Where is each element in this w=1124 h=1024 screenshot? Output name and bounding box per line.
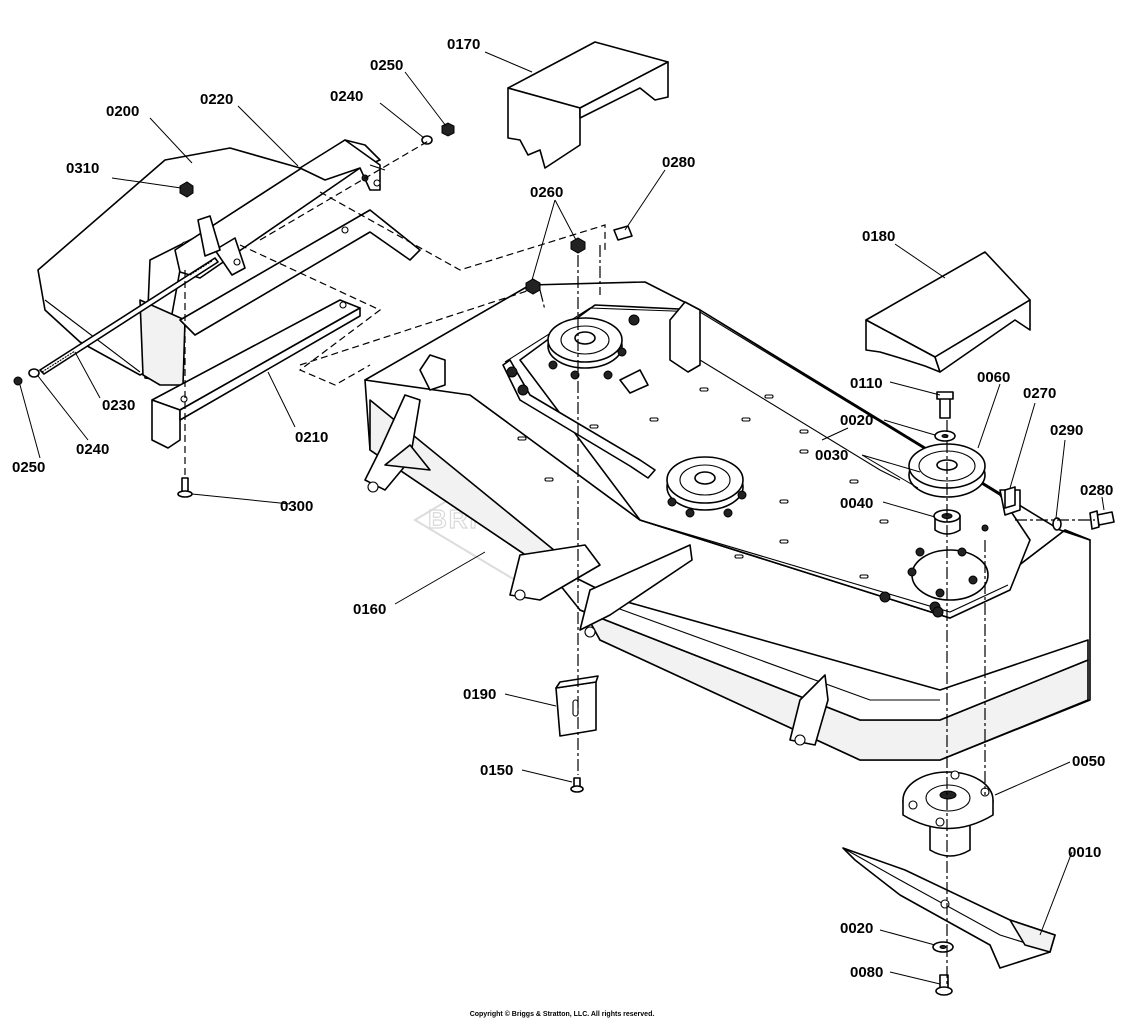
bolt-0150 bbox=[570, 777, 584, 793]
callout-0240-top: 0240 bbox=[330, 88, 363, 105]
blade-0010 bbox=[842, 847, 1056, 969]
callout-0280-right: 0280 bbox=[1080, 482, 1113, 499]
callout-0020-top: 0020 bbox=[840, 412, 873, 429]
assembly-lines bbox=[184, 139, 1095, 985]
bar-0210 bbox=[151, 299, 361, 449]
leader-lines bbox=[19, 51, 1105, 985]
callout-0150: 0150 bbox=[480, 762, 513, 779]
pulley-right bbox=[908, 443, 986, 498]
callouts: 0170 0250 0240 0200 0220 0310 0260 0280 … bbox=[12, 36, 1113, 981]
callout-0050: 0050 bbox=[1072, 753, 1105, 770]
callout-0010: 0010 bbox=[1068, 844, 1101, 861]
bolt-0110 bbox=[936, 391, 954, 419]
callout-0300: 0300 bbox=[280, 498, 313, 515]
callout-0260: 0260 bbox=[530, 184, 563, 201]
callout-0220: 0220 bbox=[200, 91, 233, 108]
callout-0190: 0190 bbox=[463, 686, 496, 703]
hardware-right bbox=[981, 486, 1115, 532]
belt-cover-0180 bbox=[865, 251, 1031, 373]
deck-slots bbox=[517, 387, 889, 579]
callout-0110: 0110 bbox=[850, 375, 883, 392]
callout-0230: 0230 bbox=[102, 397, 135, 414]
spindle-0050 bbox=[902, 770, 994, 857]
callout-0240-left: 0240 bbox=[76, 441, 109, 458]
callout-0180: 0180 bbox=[862, 228, 895, 245]
bolt-0080 bbox=[935, 974, 953, 996]
mower-deck bbox=[364, 281, 1091, 761]
callout-0170: 0170 bbox=[447, 36, 480, 53]
pulley-left bbox=[547, 314, 640, 380]
callout-0270: 0270 bbox=[1023, 385, 1056, 402]
callout-0210: 0210 bbox=[295, 429, 328, 446]
callout-0040: 0040 bbox=[840, 495, 873, 512]
hardware-top bbox=[179, 122, 633, 295]
callout-0250-top: 0250 bbox=[370, 57, 403, 74]
callout-0160: 0160 bbox=[353, 601, 386, 618]
callout-0060: 0060 bbox=[977, 369, 1010, 386]
pulley-center bbox=[666, 456, 747, 518]
callout-0080: 0080 bbox=[850, 964, 883, 981]
bolt-0300 bbox=[177, 477, 193, 498]
bracket-0220 bbox=[174, 139, 386, 279]
callout-0280-top: 0280 bbox=[662, 154, 695, 171]
callout-0020-bottom: 0020 bbox=[840, 920, 873, 937]
callout-0250-left: 0250 bbox=[12, 459, 45, 476]
callout-0290: 0290 bbox=[1050, 422, 1083, 439]
rod-0230 bbox=[13, 257, 219, 386]
belt-cover-0170 bbox=[507, 41, 669, 169]
bracket-0190 bbox=[555, 675, 599, 737]
callout-0030: 0030 bbox=[815, 447, 848, 464]
callout-0200: 0200 bbox=[106, 103, 139, 120]
callout-0310: 0310 bbox=[66, 160, 99, 177]
copyright-notice: Copyright © Briggs & Stratton, LLC. All … bbox=[469, 1011, 655, 1018]
